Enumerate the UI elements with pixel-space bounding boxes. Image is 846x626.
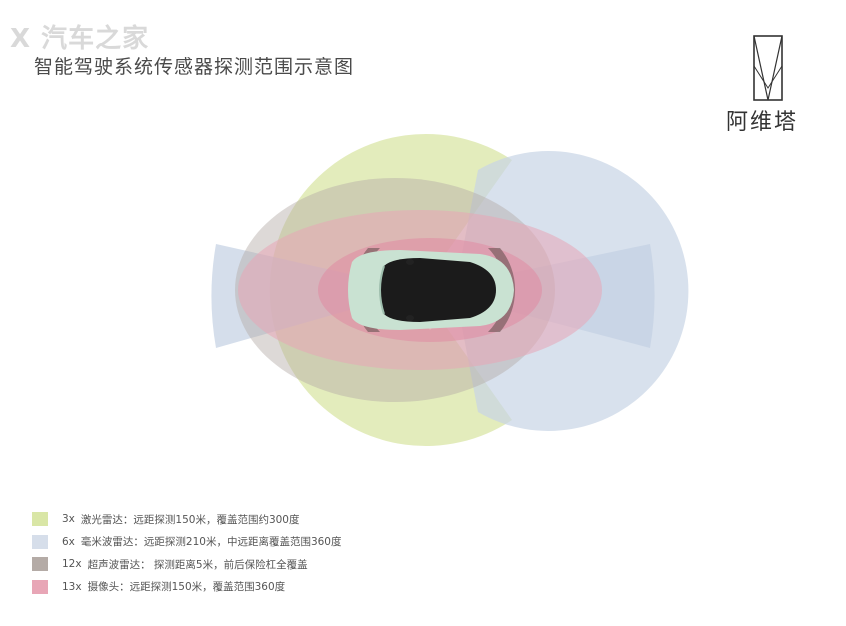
ultrasonic-front bbox=[488, 248, 516, 332]
legend-swatch bbox=[32, 557, 48, 572]
legend-count: 3x bbox=[62, 513, 75, 526]
legend-text: 激光雷达：远距探测150米，覆盖范围约300度 bbox=[80, 513, 300, 526]
legend-item-mmwave: 6x 毫米波雷达：远距探测210米，中远距离覆盖范围360度 bbox=[32, 531, 342, 554]
legend: 3x 激光雷达：远距探测150米，覆盖范围约300度 6x 毫米波雷达：远距探测… bbox=[32, 508, 342, 598]
brand-name: 阿维塔 bbox=[726, 110, 799, 135]
legend-count: 13x bbox=[62, 580, 82, 593]
legend-swatch bbox=[32, 534, 48, 549]
legend-item-ultrasonic: 12x 超声波雷达： 探测距离5米，前后保险杠全覆盖 bbox=[32, 553, 342, 576]
legend-swatch bbox=[32, 512, 48, 527]
car-icon bbox=[348, 250, 514, 330]
page-title: 智能驾驶系统传感器探测范围示意图 bbox=[34, 56, 355, 78]
brand-logo-icon bbox=[753, 35, 783, 101]
legend-count: 6x bbox=[62, 535, 75, 548]
legend-text: 摄像头：远距探测150米，覆盖范围360度 bbox=[87, 581, 286, 594]
legend-swatch bbox=[32, 579, 48, 594]
legend-item-camera: 13x 摄像头：远距探测150米，覆盖范围360度 bbox=[32, 576, 342, 599]
legend-item-lidar: 3x 激光雷达：远距探测150米，覆盖范围约300度 bbox=[32, 508, 342, 531]
sensor-range-diagram bbox=[211, 134, 689, 447]
legend-text: 超声波雷达： 探测距离5米，前后保险杠全覆盖 bbox=[87, 558, 308, 571]
legend-text: 毫米波雷达：远距探测210米，中远距离覆盖范围360度 bbox=[80, 536, 342, 549]
watermark: X 汽车之家 bbox=[10, 24, 150, 54]
legend-count: 12x bbox=[62, 558, 82, 571]
